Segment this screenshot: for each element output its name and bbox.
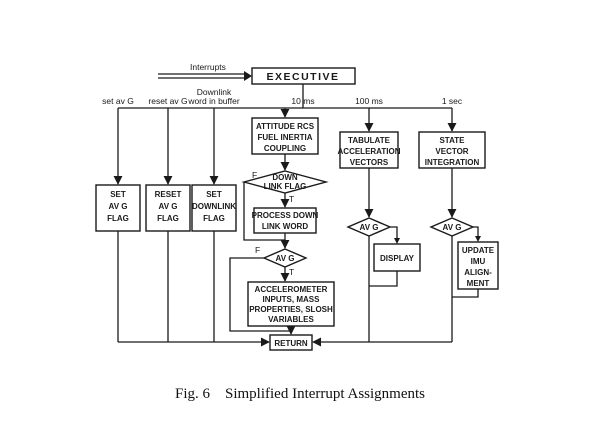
ms10-column-label: 10 ms <box>291 96 314 106</box>
interrupts-label: Interrupts <box>190 62 226 72</box>
av-g-10ms-false-label: F <box>255 245 260 255</box>
reset-av-g-column-label: reset av G <box>148 96 187 106</box>
set-av-g-flag-line1: SET <box>110 190 126 199</box>
tabulate-box <box>339 131 399 169</box>
display-box <box>373 243 421 272</box>
set-downlink-flag-line1: SET <box>206 190 222 199</box>
tabulate-line3: VECTORS <box>350 158 389 167</box>
process-downlink-line2: LINK WORD <box>262 222 308 231</box>
update-imu-line4: MENT <box>467 279 490 288</box>
interrupts-arrow <box>158 71 252 81</box>
state-vector-line3: INTEGRATION <box>425 158 480 167</box>
ms100-column-label: 100 ms <box>355 96 383 106</box>
return-box <box>269 334 313 351</box>
downlink-flag-decision-line1: DOWN <box>272 173 298 182</box>
return-label: RETURN <box>274 339 308 348</box>
display-to-join-line <box>369 271 398 287</box>
set-av-g-flag-line2: AV G <box>109 202 128 211</box>
set-av-g-column-label: set av G <box>102 96 134 106</box>
downlink-flag-false-label: F <box>252 170 257 180</box>
reset-av-g-flag-line2: AV G <box>159 202 178 211</box>
av-g-10ms-false-bypass-line <box>229 257 291 332</box>
reset-av-g-flag-line3: FLAG <box>157 214 179 223</box>
av-g-1sec-to-update-line <box>473 226 479 240</box>
av-g-decision-100ms-label: AV G <box>360 223 379 232</box>
attitude-rcs-line2: FUEL INERTIA <box>258 133 313 142</box>
downlink-column-label-line2: word in buffer <box>187 96 240 106</box>
attitude-rcs-line1: ATTITUDE RCS <box>256 122 315 131</box>
reset-av-g-flag-line1: RESET <box>155 190 182 199</box>
accelerometer-line3: PROPERTIES, SLOSH <box>249 305 333 314</box>
av-g-100ms-to-display-line <box>390 226 398 242</box>
accelerometer-line2: INPUTS, MASS <box>263 295 321 304</box>
attitude-rcs-box <box>251 117 319 155</box>
display-label: DISPLAY <box>380 254 415 263</box>
accelerometer-line4: VARIABLES <box>268 315 314 324</box>
downlink-flag-decision-line2: LINK FLAG <box>264 182 307 191</box>
process-downlink-box <box>253 207 317 234</box>
update-imu-line1: UPDATE <box>462 246 495 255</box>
av-g-decision-10ms-label: AV G <box>276 254 295 263</box>
av-g-decision-1sec-label: AV G <box>443 223 462 232</box>
update-imu-line3: ALIGN- <box>464 268 492 277</box>
set-downlink-flag-line3: FLAG <box>203 214 225 223</box>
tabulate-line2: ACCELERATION <box>338 147 401 156</box>
tabulate-line1: TABULATE <box>348 136 391 145</box>
reset-av-g-flag-box <box>145 184 191 232</box>
state-vector-line2: VECTOR <box>435 147 468 156</box>
process-downlink-line1: PROCESS DOWN <box>252 211 319 220</box>
av-g-10ms-true-label: T <box>289 267 294 277</box>
attitude-rcs-line3: COUPLING <box>264 144 306 153</box>
update-imu-to-join-line <box>452 289 479 298</box>
set-downlink-flag-box <box>191 184 237 232</box>
update-imu-box <box>457 241 499 290</box>
set-downlink-flag-line2: DOWNLINK <box>192 202 236 211</box>
set-av-g-flag-line3: FLAG <box>107 214 129 223</box>
downlink-column-label-line1: Downlink <box>197 87 232 97</box>
sec1-column-label: 1 sec <box>442 96 463 106</box>
accelerometer-line1: ACCELEROMETER <box>255 285 328 294</box>
executive-label: EXECUTIVE <box>266 71 339 83</box>
downlink-flag-true-label: T <box>289 194 294 204</box>
state-vector-line1: STATE <box>439 136 465 145</box>
downlink-false-bypass-line <box>243 182 285 241</box>
figure-caption: Fig. 6 Simplified Interrupt Assignments <box>175 386 425 402</box>
update-imu-line2: IMU <box>471 257 486 266</box>
